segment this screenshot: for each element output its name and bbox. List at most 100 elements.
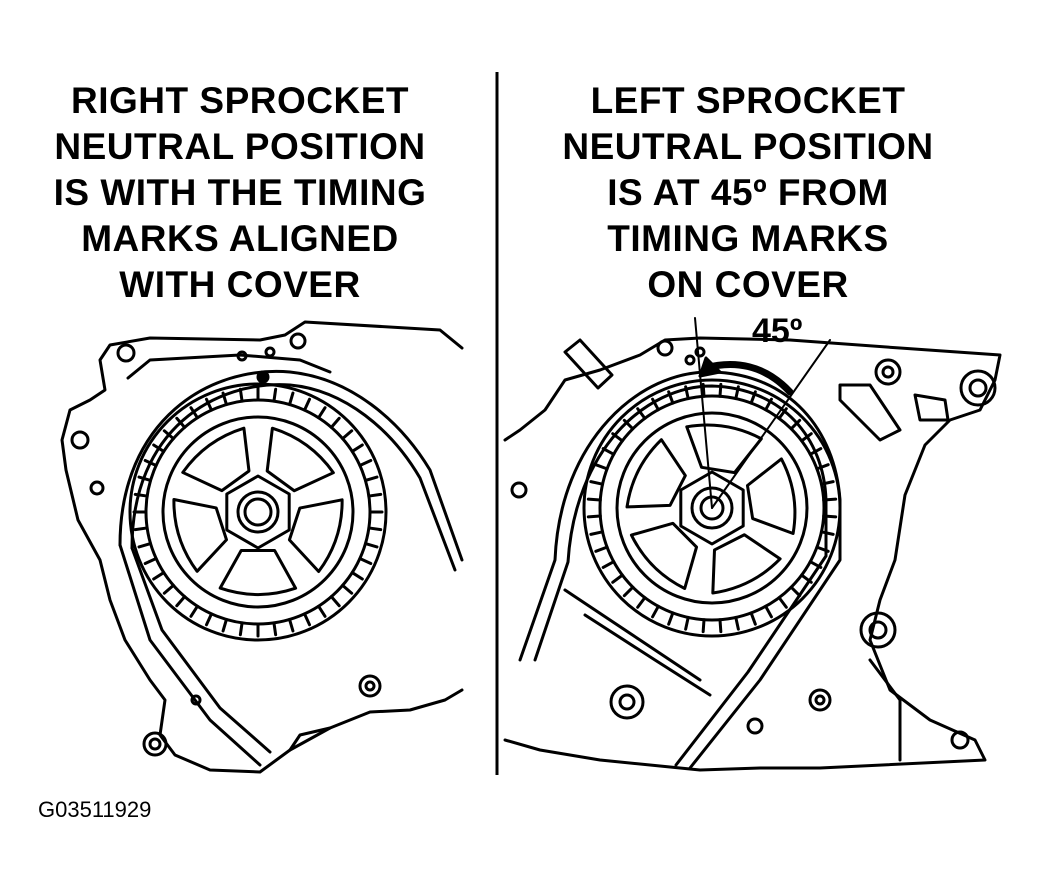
- caption-line: IS AT 45º FROM: [607, 172, 889, 213]
- sprocket-tooth: [137, 542, 153, 549]
- caption-line: NEUTRAL POSITION: [54, 126, 426, 167]
- right-sprocket-drawing: [60, 320, 464, 774]
- sprocket-tooth: [636, 407, 647, 420]
- sprocket-tooth: [594, 463, 609, 471]
- bolt-hole: [264, 346, 276, 358]
- sprocket-tooth: [611, 432, 624, 443]
- bolt-hole: [70, 430, 90, 450]
- sprocket-tooth: [272, 387, 278, 403]
- sprocket-tooth: [800, 573, 813, 584]
- sprocket-tooth: [329, 416, 341, 429]
- sprocket-window: [745, 457, 797, 535]
- sprocket-tooth: [317, 406, 327, 420]
- sprocket-tooth: [764, 604, 773, 619]
- cover-rib: [563, 588, 702, 682]
- sprocket-tooth-root: [598, 394, 826, 622]
- bolt-hole: [510, 481, 528, 499]
- bolt-hole: [190, 694, 202, 706]
- sprocket-hub-ring: [615, 411, 809, 605]
- bracket-slot: [913, 393, 950, 422]
- sprocket-tooth: [358, 458, 373, 467]
- caption-line: RIGHT SPROCKET: [71, 80, 409, 121]
- center-bore-inner: [699, 495, 725, 521]
- bolt-hole: [808, 688, 832, 712]
- sprocket: [128, 382, 388, 642]
- timing-belt-lower-inner: [130, 546, 272, 754]
- sprocket-tooth: [162, 583, 175, 595]
- sprocket-tooth: [651, 397, 660, 412]
- sprocket-tooth: [684, 385, 690, 401]
- sprocket-tooth: [175, 595, 187, 608]
- caption-line: LEFT SPROCKET: [590, 80, 906, 121]
- sprocket-tooth: [341, 429, 354, 441]
- caption-line: WITH COVER: [119, 264, 361, 305]
- sprocket-tooth: [363, 542, 379, 549]
- sprocket-tooth: [822, 497, 838, 502]
- sprocket-tooth: [667, 611, 675, 626]
- sprocket-tooth: [204, 397, 213, 412]
- hex-nut: [679, 470, 745, 546]
- sprocket-tooth: [238, 387, 244, 403]
- sprocket-window: [172, 498, 228, 573]
- sprocket-tooth: [303, 397, 312, 412]
- timing-belt-lower: [118, 543, 262, 767]
- sprocket-tooth: [819, 530, 835, 536]
- sprocket-window: [265, 426, 335, 493]
- sprocket-tooth: [288, 391, 295, 407]
- sprocket-tooth: [288, 617, 295, 633]
- sprocket-tooth: [358, 557, 373, 566]
- sprocket-tooth: [589, 480, 605, 486]
- sprocket-tooth: [133, 526, 149, 532]
- sprocket-tooth: [204, 612, 213, 627]
- sprocket-tooth: [764, 397, 773, 412]
- sprocket-tooth: [363, 475, 379, 482]
- left-sprocket-drawing: [503, 317, 1002, 772]
- sprocket-tooth: [137, 475, 153, 482]
- sprocket-tooth: [636, 596, 647, 609]
- sprocket-tooth: [221, 391, 228, 407]
- cover-inner-edge: [126, 353, 332, 380]
- sprocket-tooth: [800, 432, 813, 443]
- caption-line: TIMING MARKS: [607, 218, 889, 259]
- caption-line: MARKS ALIGNED: [81, 218, 399, 259]
- sprocket-tooth: [221, 617, 228, 633]
- bolt-hole: [656, 339, 674, 357]
- sprocket-tooth: [622, 418, 635, 431]
- sprocket-tooth: [162, 429, 175, 441]
- sprocket-windows: [625, 423, 797, 595]
- sprocket-tooth: [317, 604, 327, 618]
- sprocket-tooth: [777, 407, 788, 420]
- sprocket-tooth: [601, 560, 616, 569]
- bolt-hole: [968, 378, 988, 398]
- bolt-hole: [618, 693, 636, 711]
- sprocket-window: [711, 533, 782, 595]
- sprocket-tooth: [734, 615, 740, 631]
- sprocket-tooth-root: [144, 398, 372, 626]
- bolt-hole: [289, 332, 307, 350]
- sprocket-tooth: [586, 514, 602, 519]
- bolt-hole: [874, 358, 902, 386]
- sprocket-tooth: [789, 418, 802, 431]
- timing-cover-outline: [503, 336, 1002, 772]
- sprocket-tooth: [594, 545, 609, 553]
- hex-nut: [225, 474, 291, 550]
- bracket-slot: [838, 383, 902, 442]
- caption-line: ON COVER: [647, 264, 849, 305]
- sprocket-window: [287, 498, 344, 574]
- sprocket-window: [181, 426, 251, 493]
- sprocket-tooth: [819, 480, 835, 486]
- caption-line: IS WITH THE TIMING: [53, 172, 427, 213]
- bolt-hole: [116, 343, 136, 363]
- sprocket-tooth: [808, 447, 823, 456]
- sprocket-tooth: [718, 382, 723, 398]
- sprocket-tooth: [329, 595, 341, 608]
- bolt-hole: [814, 694, 826, 706]
- sprocket-tooth: [238, 621, 244, 637]
- sprocket-tooth: [718, 618, 723, 634]
- sprocket-tooth: [749, 611, 757, 626]
- sprocket-tooth: [808, 560, 823, 569]
- cover-rib: [868, 658, 902, 762]
- sprocket-window: [629, 521, 699, 590]
- sprocket-tooth: [133, 492, 149, 498]
